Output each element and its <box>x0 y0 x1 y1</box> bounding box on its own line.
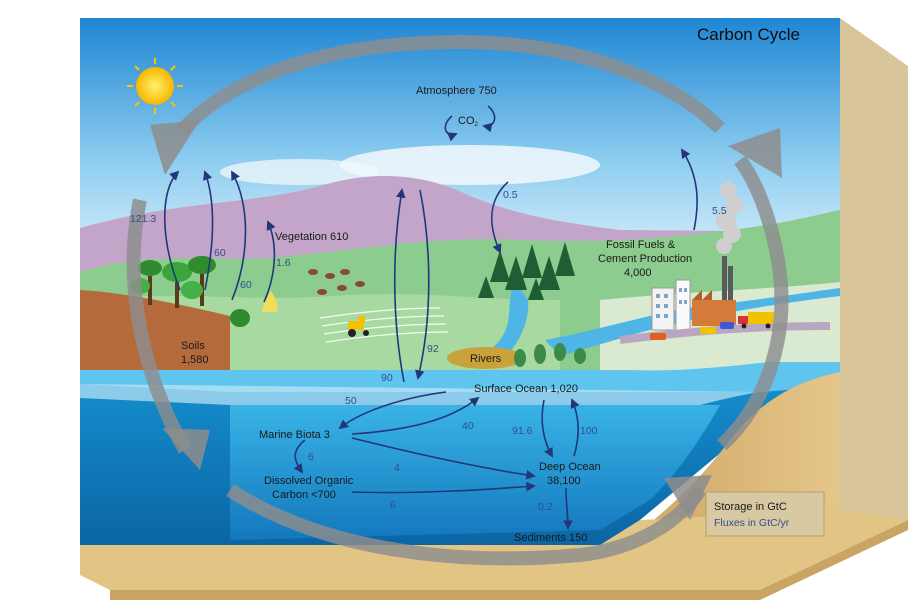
deep-ocean-label: Deep Ocean <box>539 461 601 473</box>
cycle-arrow-icon <box>126 34 789 566</box>
flux-6-a: 6 <box>308 451 314 463</box>
flux-0-2: 0.2 <box>538 501 553 513</box>
river-2 <box>545 288 840 356</box>
vegetation-label: Vegetation 610 <box>275 231 348 243</box>
soils-label: Soils <box>181 340 205 352</box>
flux-arrow-icon <box>163 105 698 530</box>
fossil-fuels-label-2: Cement Production <box>598 253 692 265</box>
fossil-fuels-value: 4,000 <box>624 267 652 279</box>
flux-0-5: 0.5 <box>503 189 518 201</box>
flux-4: 4 <box>394 462 400 474</box>
diagram-title: Carbon Cycle <box>697 25 800 44</box>
surface-ocean-label: Surface Ocean 1,020 <box>474 383 578 395</box>
riverside-trees <box>514 343 586 367</box>
flux-5-5: 5.5 <box>712 205 727 217</box>
marine-biota-label: Marine Biota 3 <box>259 429 330 441</box>
flux-60-a: 60 <box>214 247 226 259</box>
box-bottom <box>80 510 908 590</box>
co2-subscript: 2 <box>475 122 479 128</box>
doc-label: Dissolved Organic <box>264 475 354 487</box>
box-side-panel <box>840 18 908 520</box>
flux-1-6: 1.6 <box>276 257 291 269</box>
fire-icon <box>262 290 278 312</box>
soil-cliff <box>80 290 230 372</box>
flux-90: 90 <box>381 372 393 384</box>
flux-91-6: 91.6 <box>512 425 533 437</box>
sun-icon <box>127 58 183 114</box>
sediments-label: Sediments 150 <box>514 532 587 544</box>
tractor-icon <box>348 316 369 337</box>
doc-value: Carbon <700 <box>272 489 336 501</box>
cloud <box>220 159 380 185</box>
car-icon <box>650 322 734 340</box>
cycle-arrowheads <box>150 120 782 520</box>
river <box>470 282 529 362</box>
soils-value: 1,580 <box>181 354 209 366</box>
flux-121-3: 121.3 <box>130 213 156 225</box>
flux-40: 40 <box>462 420 474 432</box>
flux-100: 100 <box>580 425 598 437</box>
road <box>619 322 831 344</box>
truck-icon <box>738 312 774 329</box>
city-buildings <box>651 279 691 331</box>
fossil-fuels-label: Fossil Fuels & <box>606 239 676 251</box>
legend-storage: Storage in GtC <box>714 501 787 513</box>
box-bottom-edge <box>110 520 908 600</box>
flux-60-b: 60 <box>240 279 252 291</box>
flux-6-b: 6 <box>390 499 396 511</box>
legend-fluxes: Fluxes in GtC/yr <box>714 517 790 529</box>
cattle-icon <box>308 269 365 295</box>
cloud <box>340 145 600 185</box>
rivers-label: Rivers <box>470 353 502 365</box>
factory-icon <box>692 182 743 326</box>
atmosphere-label: Atmosphere 750 <box>416 85 497 97</box>
legend: Storage in GtC Fluxes in GtC/yr <box>705 491 825 537</box>
co2-label: CO2 <box>458 115 479 128</box>
pine-trees <box>478 242 575 300</box>
flux-50: 50 <box>345 395 357 407</box>
rivers-marsh <box>447 347 523 369</box>
flux-92: 92 <box>427 343 439 355</box>
deep-ocean-value: 38,100 <box>547 475 581 487</box>
surface-ocean-band <box>80 384 760 405</box>
co2-text: CO <box>458 115 475 127</box>
surface-ocean <box>80 362 840 392</box>
